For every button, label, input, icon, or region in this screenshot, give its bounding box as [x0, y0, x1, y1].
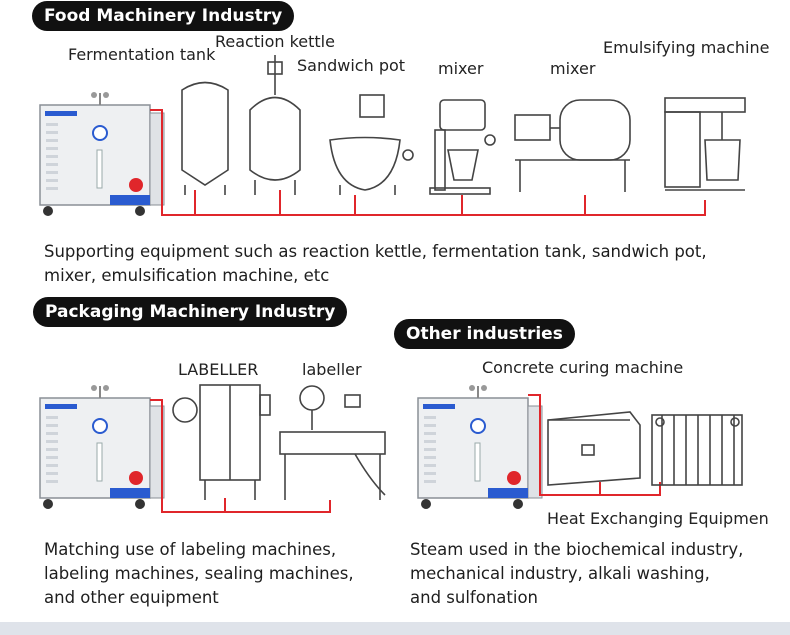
- other-description-line2: mechanical industry, alkali washing,: [410, 564, 710, 583]
- packaging-description-line3: and other equipment: [44, 588, 219, 607]
- steam-generator-packaging: [39, 384, 165, 510]
- packaging-description: Matching use of labeling machines, label…: [44, 538, 354, 610]
- other-description-line3: and sulfonation: [410, 588, 539, 607]
- label-heat-exchanging: Heat Exchanging Equipmen: [547, 509, 769, 528]
- emulsifying-machine: [664, 97, 746, 191]
- packaging-steam-pipe: [150, 399, 331, 513]
- food-description-line1: Supporting equipment such as reaction ke…: [44, 242, 707, 261]
- label-labeller: labeller: [302, 360, 362, 379]
- concrete-curing-machine: [547, 411, 641, 486]
- label-labeller-caps: LABELLER: [178, 360, 259, 379]
- label-fermentation-tank: Fermentation tank: [68, 45, 216, 64]
- other-section-title: Other industries: [394, 319, 575, 349]
- food-steam-pipe: [150, 109, 706, 216]
- reaction-kettle: [249, 55, 301, 195]
- food-description: Supporting equipment such as reaction ke…: [44, 240, 707, 288]
- mixer-1: [429, 99, 496, 195]
- other-steam-pipe: [528, 394, 661, 496]
- steam-generator-other: [417, 384, 543, 510]
- label-sandwich-pot: Sandwich pot: [297, 56, 406, 75]
- food-section-title: Food Machinery Industry: [32, 1, 295, 31]
- label-mixer-2: mixer: [550, 59, 596, 78]
- labeller-machine-1: [172, 384, 271, 500]
- label-mixer-1: mixer: [438, 59, 484, 78]
- other-description-line1: Steam used in the biochemical industry,: [410, 540, 744, 559]
- label-reaction-kettle: Reaction kettle: [215, 32, 335, 51]
- label-emulsifying-machine: Emulsifying machine: [603, 38, 770, 57]
- label-concrete-curing: Concrete curing machine: [482, 358, 684, 377]
- mixer-2: [514, 99, 631, 192]
- sandwich-pot: [329, 94, 414, 195]
- fermentation-tank: [181, 81, 229, 195]
- bottom-divider: [0, 622, 790, 635]
- packaging-description-line1: Matching use of labeling machines,: [44, 540, 337, 559]
- packaging-description-line2: labeling machines, sealing machines,: [44, 564, 354, 583]
- packaging-section-title: Packaging Machinery Industry: [33, 297, 348, 327]
- labeller-machine-2: [279, 385, 386, 500]
- other-description: Steam used in the biochemical industry, …: [410, 538, 743, 610]
- steam-generator-food: [39, 91, 165, 217]
- heat-exchanging-equipment: [651, 414, 743, 486]
- food-description-line2: mixer, emulsification machine, etc: [44, 266, 330, 285]
